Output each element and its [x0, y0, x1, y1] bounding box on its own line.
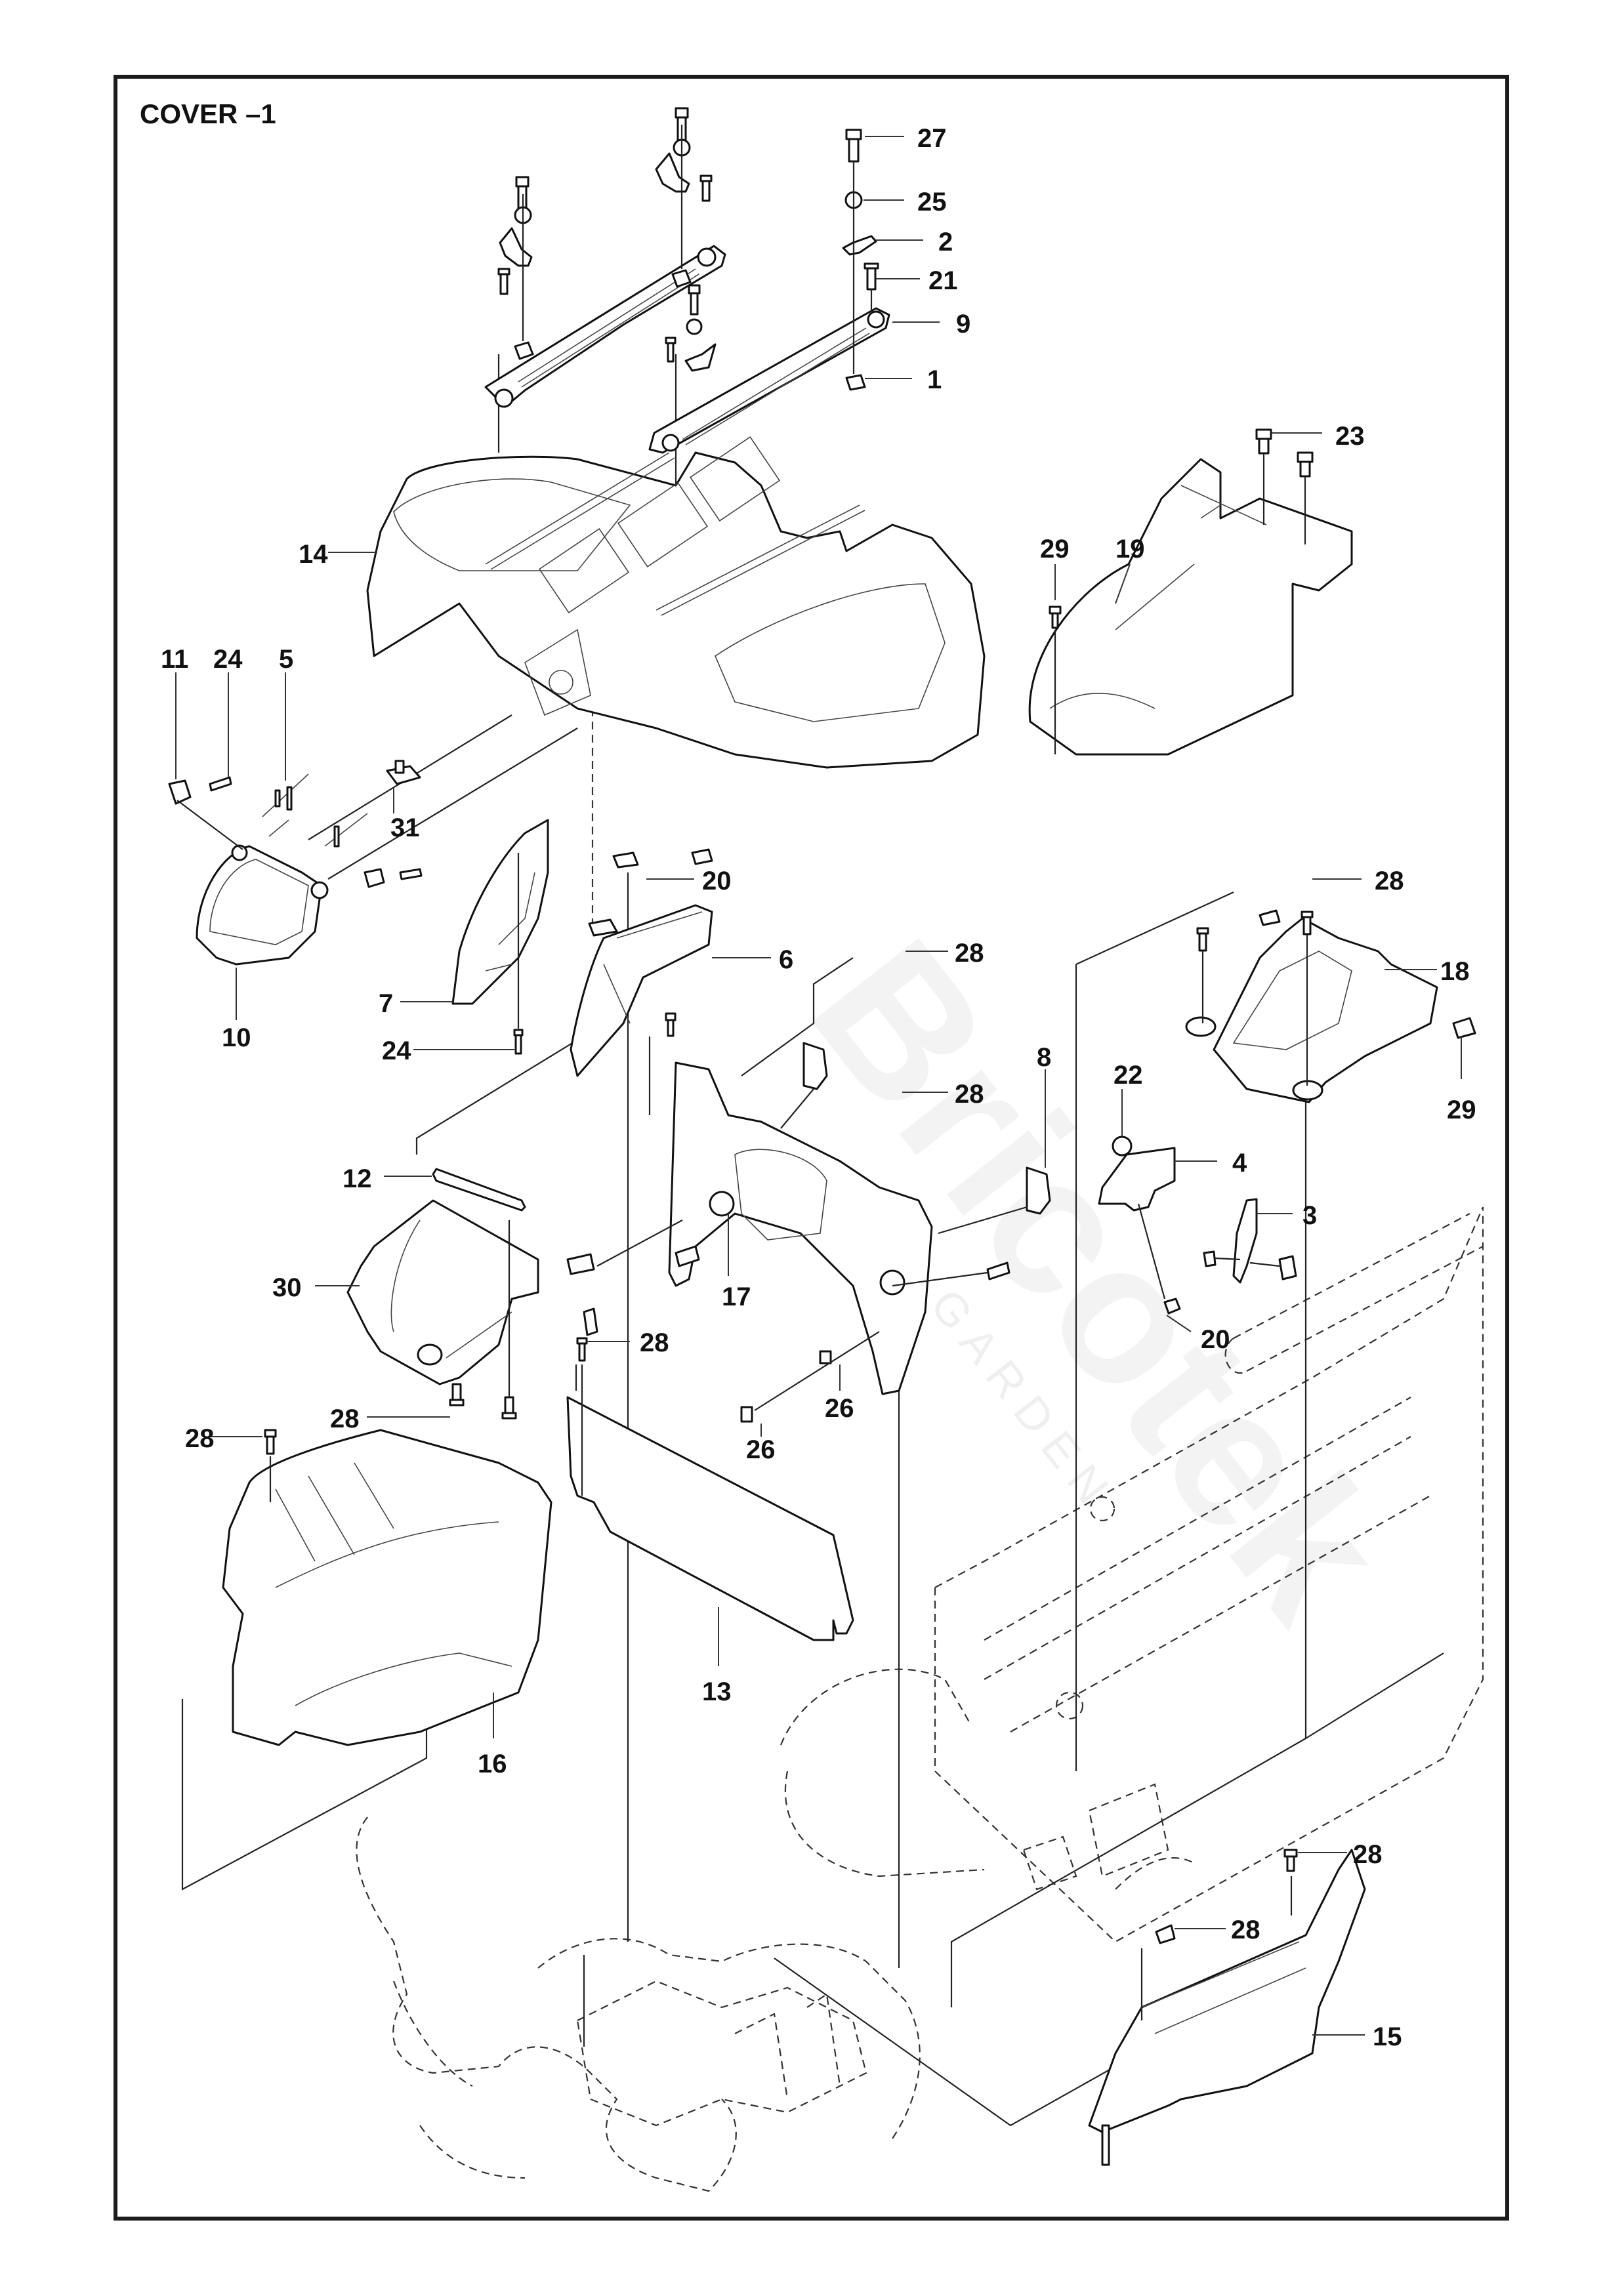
callout-1: 1: [927, 365, 942, 394]
callout-27: 27: [917, 124, 947, 153]
headlight-assembly: [168, 714, 578, 966]
panel-7: [451, 819, 549, 1055]
plate-12: [432, 1168, 526, 1212]
callout-10: 10: [222, 1023, 251, 1052]
callout-23: 23: [1335, 422, 1365, 451]
callout-20-upper: 20: [702, 867, 732, 895]
callout-3: 3: [1302, 1201, 1317, 1230]
callout-5: 5: [279, 645, 293, 674]
callout-2: 2: [938, 228, 953, 256]
front-cover-15: [1088, 1849, 1366, 2166]
callout-28-cover15-left: 28: [1231, 1916, 1260, 1944]
callout-20-lower: 20: [1201, 1325, 1230, 1354]
mounting-bracket-right: [648, 129, 890, 454]
hood-cover: [366, 436, 986, 769]
callout-22: 22: [1114, 1061, 1143, 1090]
mounting-bracket-left: [484, 107, 726, 408]
callout-26-right: 26: [825, 1394, 854, 1423]
callout-24-top: 24: [213, 645, 243, 674]
leader-lines: [175, 136, 1462, 2036]
callout-29-top: 29: [1040, 535, 1070, 564]
callout-14: 14: [299, 540, 328, 569]
callout-9: 9: [956, 310, 970, 338]
callout-16: 16: [478, 1750, 507, 1778]
clip-31: [386, 760, 421, 785]
panel-6: [570, 848, 713, 1115]
callout-12: 12: [343, 1164, 372, 1193]
callout-28-panel13: 28: [640, 1328, 669, 1357]
lower-cover-16: [222, 1429, 552, 1746]
callout-11: 11: [161, 645, 188, 674]
callout-28-bracket18: 28: [1375, 867, 1404, 895]
callout-24-lower: 24: [382, 1036, 411, 1065]
callout-17: 17: [722, 1282, 751, 1311]
callout-8: 8: [1037, 1043, 1051, 1072]
callout-28-shield30: 28: [330, 1404, 360, 1433]
callout-28-cover15-top: 28: [1353, 1840, 1383, 1869]
callout-labels: 27 25 2 21 9 1 23 29 19 14 11 24 5 31 10…: [161, 124, 1476, 2051]
page-frame: [114, 75, 1509, 2221]
callout-29-lower: 29: [1447, 1096, 1476, 1124]
page-title: COVER –1: [140, 98, 276, 129]
callout-4: 4: [1232, 1149, 1247, 1178]
callout-28-frame-top: 28: [955, 939, 984, 968]
callout-21: 21: [928, 266, 958, 295]
callout-28-frame-mid: 28: [955, 1080, 984, 1109]
chassis-outline: [356, 1206, 1484, 2192]
callout-26-left: 26: [746, 1435, 776, 1464]
support-frame-17: [566, 1042, 1051, 1423]
shield-30: [346, 1199, 539, 1420]
bracket-4: [1098, 1136, 1181, 1315]
callout-6: 6: [779, 945, 793, 974]
callout-25: 25: [917, 188, 947, 216]
callout-7: 7: [379, 989, 393, 1018]
callout-30: 30: [272, 1273, 302, 1302]
bracket-18: [1185, 909, 1476, 1103]
side-cover-19: [1028, 428, 1353, 756]
callout-15: 15: [1373, 2022, 1402, 2051]
bolt-icon: [845, 129, 862, 163]
panel-13: [566, 1337, 854, 1666]
callout-13: 13: [702, 1677, 732, 1706]
callout-18: 18: [1440, 957, 1470, 986]
callout-19: 19: [1115, 535, 1145, 564]
callout-28-cover16: 28: [185, 1424, 215, 1453]
lever-3: [1203, 1198, 1297, 1284]
callout-31: 31: [390, 813, 420, 842]
